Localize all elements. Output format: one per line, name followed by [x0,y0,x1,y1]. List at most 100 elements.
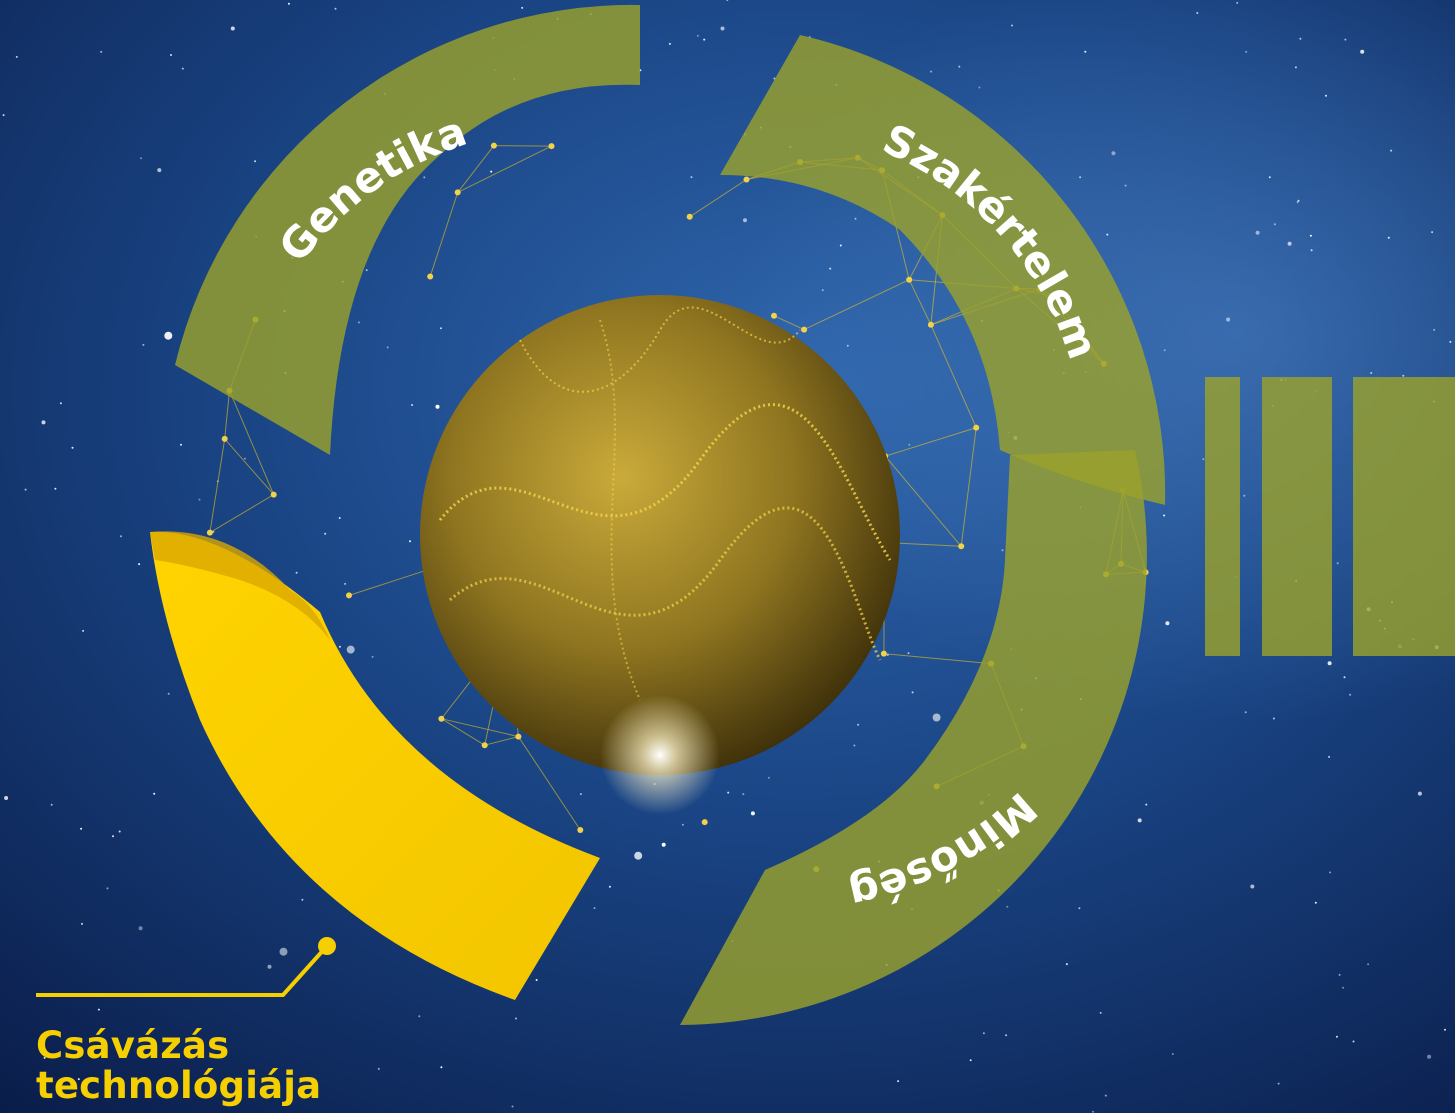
star [157,168,162,173]
star [696,34,699,37]
star [1352,1040,1355,1043]
star [846,344,849,347]
star [1196,12,1199,14]
star [690,176,693,179]
network-line [441,718,485,746]
star [1402,374,1405,377]
network-node [270,491,277,498]
star [703,38,706,41]
star [969,1059,972,1062]
callout-label: Csávázás technológiája [36,1026,321,1106]
star [634,851,643,860]
side-bar-1 [1205,377,1240,656]
network-line [457,145,552,193]
star [267,964,272,969]
network-node [515,733,522,740]
star [1250,884,1255,889]
star [180,443,182,446]
star [1327,661,1332,666]
star [71,446,74,449]
side-bar-2 [1262,377,1332,656]
star [511,1105,514,1108]
network-line [517,736,581,831]
star [338,645,341,648]
network-line [930,324,977,428]
star [1370,372,1373,374]
star [1163,514,1166,517]
star [1106,233,1109,236]
star [515,1017,517,1020]
star [1243,494,1246,497]
star [1325,94,1327,97]
star [1165,621,1170,626]
star [59,402,62,405]
star [365,269,368,272]
star [1349,693,1352,696]
star [907,652,910,655]
star [1226,317,1231,322]
segment-csavazas-highlight[interactable] [150,531,600,1000]
star [1294,66,1297,69]
network-line [885,427,977,457]
star [930,70,933,73]
star [338,517,341,519]
star [978,86,981,89]
network-node [548,143,555,150]
network-node [880,650,887,657]
star [138,563,141,566]
star [4,796,9,800]
network-node [973,424,980,431]
star [1006,905,1009,908]
star [346,645,355,654]
star [897,1080,900,1083]
star [911,691,914,694]
network-node [906,276,913,283]
star [423,176,426,179]
segment-minoseg[interactable] [680,450,1147,1025]
star [1273,223,1276,226]
star [1171,1053,1174,1055]
star [1343,676,1346,679]
network-node [206,529,213,536]
star [301,898,304,901]
star [287,2,290,5]
star [82,629,85,632]
network-node [427,273,434,280]
star [243,457,246,460]
star [1124,184,1127,187]
network-line [209,494,274,534]
star [593,907,596,910]
star [153,792,156,795]
star [1336,562,1339,565]
network-line [493,145,552,147]
star [661,842,666,847]
star [120,535,122,538]
star [344,582,347,585]
star [1268,176,1271,179]
star [181,67,184,70]
segment-genetika[interactable] [175,4,640,456]
star [1387,236,1390,239]
star [77,1078,80,1081]
network-node [701,819,708,826]
star [857,723,860,726]
star [982,1032,985,1035]
network-line [224,390,230,439]
segment-szakertelem[interactable] [720,35,1166,505]
star [854,217,857,220]
star [80,827,83,830]
star [106,887,109,890]
star [377,1067,380,1070]
callout-dot [318,937,336,955]
star [1433,328,1436,331]
star [1299,37,1302,40]
star [1163,349,1166,352]
star [100,50,103,53]
star [1245,50,1248,53]
star [435,404,440,409]
network-line [908,279,932,326]
star [140,157,142,160]
segment-highlight-edge [150,531,330,640]
star [720,26,725,31]
star [112,835,114,838]
